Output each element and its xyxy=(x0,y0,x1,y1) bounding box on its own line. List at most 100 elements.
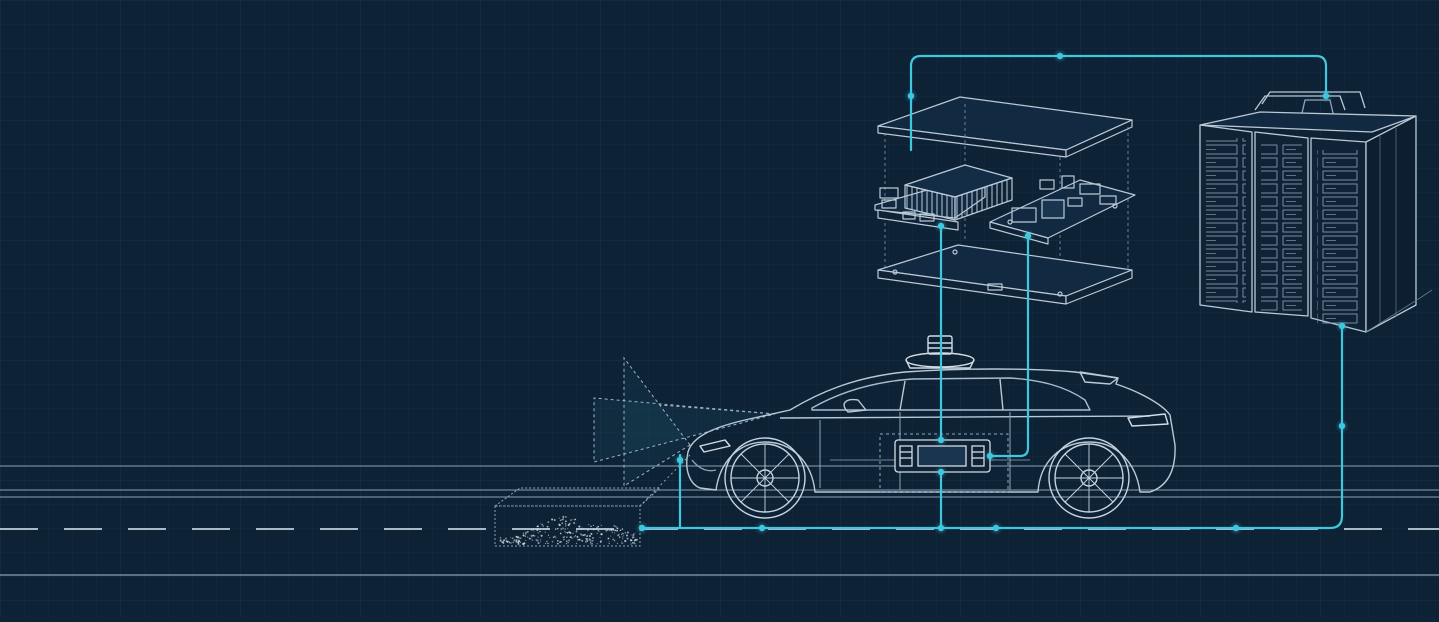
connection-node xyxy=(1338,422,1346,430)
point-cloud-dot xyxy=(553,519,556,521)
point-cloud-dot xyxy=(621,537,624,540)
point-cloud-dot xyxy=(588,524,590,526)
point-cloud-dot xyxy=(499,539,502,542)
point-cloud-dot xyxy=(515,541,518,544)
connection-nodes xyxy=(635,49,1349,535)
point-cloud-dot xyxy=(621,528,624,530)
point-cloud-dot xyxy=(547,534,550,536)
point-cloud-dot xyxy=(557,527,559,530)
point-cloud-dot xyxy=(622,534,624,536)
point-cloud-dot xyxy=(616,542,618,545)
point-cloud-dot xyxy=(517,536,520,539)
point-cloud-dot xyxy=(540,534,543,537)
point-cloud-dot xyxy=(599,537,601,539)
point-cloud-dot xyxy=(607,529,609,532)
connection-node xyxy=(1024,232,1032,240)
point-cloud-dot xyxy=(540,522,542,525)
connection-node xyxy=(937,436,945,444)
point-cloud-dot xyxy=(608,540,610,542)
point-cloud-dot xyxy=(596,532,598,534)
point-cloud-dot xyxy=(546,525,549,528)
point-cloud-dot xyxy=(564,528,567,531)
camera-fov-icon xyxy=(593,356,776,487)
point-cloud-dot xyxy=(591,539,594,542)
lidar-point-cloud-icon xyxy=(493,454,691,547)
point-cloud-dot xyxy=(573,536,575,538)
point-cloud-dot xyxy=(598,530,600,532)
point-cloud-dot xyxy=(621,533,623,535)
point-cloud-dot xyxy=(633,542,636,545)
point-cloud-dot xyxy=(576,535,579,538)
point-cloud-dot xyxy=(560,529,562,531)
ground-bus-link xyxy=(638,324,1344,530)
point-cloud-dot xyxy=(610,535,612,537)
point-cloud-dot xyxy=(615,526,617,528)
point-cloud-dot xyxy=(584,540,587,542)
point-cloud-dot xyxy=(633,541,636,543)
point-cloud-dot xyxy=(584,541,587,543)
point-cloud-dot xyxy=(596,543,598,545)
point-cloud-dot xyxy=(526,531,529,533)
point-cloud-dot xyxy=(556,528,559,530)
point-cloud-dot xyxy=(530,538,532,540)
point-cloud-dot xyxy=(605,528,608,531)
connection-node xyxy=(1232,524,1240,532)
point-cloud-dot xyxy=(520,537,522,539)
point-cloud-dot xyxy=(585,538,588,540)
point-cloud-dot xyxy=(536,525,539,527)
point-cloud-dot xyxy=(566,540,568,542)
point-cloud-dot xyxy=(616,527,619,530)
connection-node xyxy=(992,524,1000,532)
point-cloud-dot xyxy=(597,530,599,532)
point-cloud-dot xyxy=(537,536,539,538)
point-cloud-dot xyxy=(542,525,544,527)
point-cloud-dot xyxy=(502,542,505,544)
point-cloud-dot xyxy=(586,534,589,537)
point-cloud-dot xyxy=(519,541,522,543)
point-cloud-dot xyxy=(500,540,503,543)
point-cloud-dot xyxy=(577,538,580,541)
point-cloud-dot xyxy=(565,531,567,534)
point-cloud-dot xyxy=(513,539,516,542)
point-cloud-dot xyxy=(572,532,574,534)
point-cloud-dot xyxy=(565,543,568,545)
point-cloud-dot xyxy=(559,519,562,522)
point-cloud-dot xyxy=(507,541,509,543)
point-cloud-dot xyxy=(569,519,572,522)
point-cloud-dot xyxy=(519,537,522,540)
point-cloud-dot xyxy=(634,543,636,545)
point-cloud-dot xyxy=(626,537,629,540)
point-cloud-dot xyxy=(634,538,636,540)
point-cloud-dot xyxy=(600,524,602,526)
point-cloud-dot xyxy=(515,535,518,538)
point-cloud-dot xyxy=(551,540,554,543)
point-cloud-dot xyxy=(568,539,571,542)
connection-node xyxy=(937,468,945,476)
point-cloud-dot xyxy=(524,535,527,537)
point-cloud-dot xyxy=(549,536,551,539)
point-cloud-dot xyxy=(512,541,515,544)
point-cloud-dot xyxy=(633,540,635,542)
point-cloud-dot xyxy=(580,528,582,530)
point-cloud-dot xyxy=(574,518,577,521)
point-cloud-dot xyxy=(609,530,611,532)
point-cloud-dot xyxy=(532,534,535,537)
point-cloud-dot xyxy=(539,530,541,533)
point-cloud-dot xyxy=(578,538,581,541)
point-cloud-dot xyxy=(530,534,533,537)
point-cloud-dot xyxy=(522,543,525,545)
server-rack-icon xyxy=(1199,91,1433,333)
point-cloud-dot xyxy=(563,538,565,541)
point-cloud-dot xyxy=(608,542,610,545)
connection-node xyxy=(907,92,915,100)
point-cloud-dot xyxy=(545,542,547,544)
point-cloud-dot xyxy=(510,542,512,544)
point-cloud-dot xyxy=(536,539,539,542)
point-cloud-dot xyxy=(532,528,534,530)
cloud-uplink xyxy=(909,54,1328,152)
point-cloud-dot xyxy=(554,535,556,537)
point-cloud-dot xyxy=(515,540,518,543)
point-cloud-dot xyxy=(514,539,516,541)
